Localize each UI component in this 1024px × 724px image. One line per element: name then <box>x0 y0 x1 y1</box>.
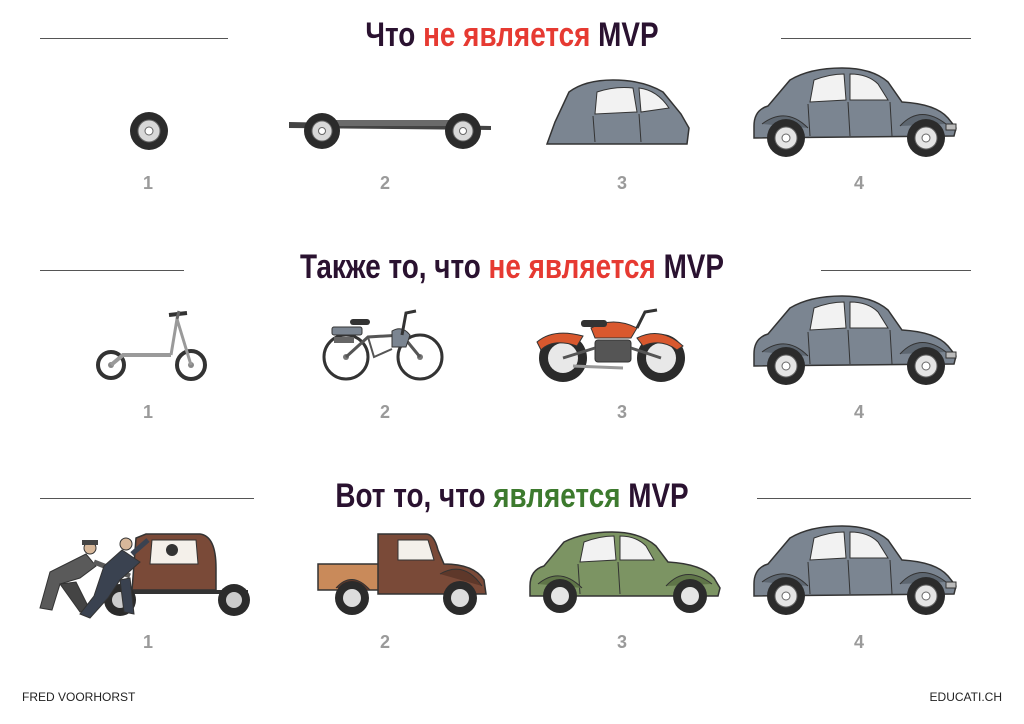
step-number: 4 <box>853 173 864 193</box>
row-title-3: Вот то, что является MVP <box>92 477 932 516</box>
step-number: 1 <box>142 173 153 193</box>
car-icon <box>750 294 960 386</box>
motorcycle-icon <box>533 308 691 384</box>
rule-left-2 <box>40 270 184 271</box>
title-part: Вот то, что <box>335 477 494 515</box>
step-number: 2 <box>379 402 390 422</box>
car-body-icon <box>545 78 691 148</box>
car-icon <box>750 524 960 616</box>
wheel-icon <box>128 110 170 152</box>
title-part: Также то, что <box>300 248 489 286</box>
footer-author: FRED VOORHORST <box>22 690 136 704</box>
rule-left-1 <box>40 38 228 39</box>
step-number: 3 <box>616 173 627 193</box>
rule-right-1 <box>781 38 971 39</box>
row-title-1: Что не является MVP <box>92 16 932 55</box>
step-number: 3 <box>616 632 627 652</box>
moped-icon <box>322 307 444 383</box>
step-number: 3 <box>616 402 627 422</box>
title-part: MVP <box>620 477 689 515</box>
step-number: 1 <box>142 402 153 422</box>
title-part: Что <box>365 16 424 54</box>
rule-left-3 <box>40 498 254 499</box>
step-number: 4 <box>853 402 864 422</box>
title-part: не является <box>423 16 591 54</box>
pickup-truck-icon <box>314 530 492 618</box>
title-part: MVP <box>655 248 724 286</box>
footer-site: EDUCATI.CH <box>929 690 1002 704</box>
title-part: MVP <box>590 16 659 54</box>
title-part: не является <box>488 248 656 286</box>
step-number: 2 <box>379 632 390 652</box>
scooter-icon <box>96 307 209 381</box>
step-number: 4 <box>853 632 864 652</box>
step-number: 2 <box>379 173 390 193</box>
row-title-2: Также то, что не является MVP <box>92 248 932 287</box>
rule-right-2 <box>821 270 971 271</box>
rule-right-3 <box>757 498 971 499</box>
green-car-icon <box>526 530 724 616</box>
chassis-icon <box>287 108 493 152</box>
step-number: 1 <box>142 632 153 652</box>
car-icon <box>750 66 960 158</box>
pushed-cart-icon <box>20 528 256 624</box>
title-part: является <box>493 477 621 515</box>
